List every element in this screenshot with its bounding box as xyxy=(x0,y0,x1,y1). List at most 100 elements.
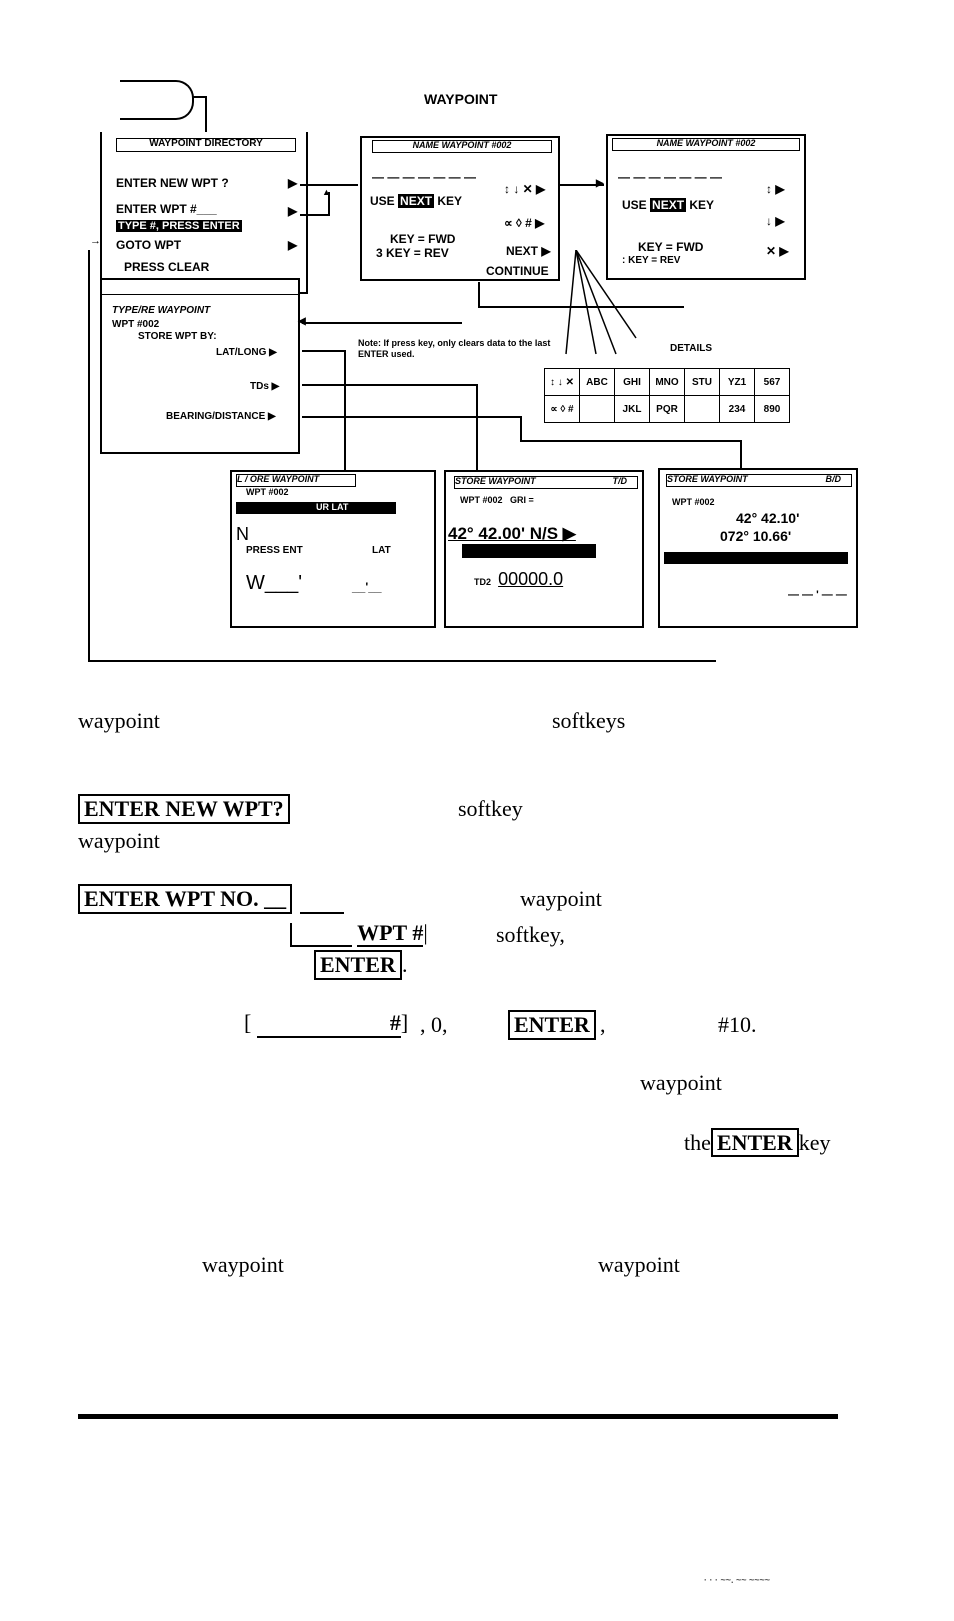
arrow-icon: ▶ xyxy=(288,238,298,252)
details-cell: PQR xyxy=(649,395,685,423)
td-wpt: WPT #002 GRI = xyxy=(460,495,534,505)
name1-right-0: ↕ ↓ ✕ ▶ xyxy=(504,182,546,196)
enter-key-2: ENTER xyxy=(508,1010,596,1040)
name-waypoint-screen-1: NAME WAYPOINT #002 — — — — — — — ↕ ↓ ✕ ▶… xyxy=(360,136,560,281)
details-connectors xyxy=(565,250,637,355)
text-waypoint-3: waypoint xyxy=(520,886,602,911)
latlong-dash: __'__ xyxy=(352,580,382,594)
name1-use: USE NEXT KEY xyxy=(370,194,463,208)
text-waypoint-6: waypoint xyxy=(598,1252,680,1277)
start-tab xyxy=(120,80,194,120)
name2-right-2: ✕ ▶ xyxy=(766,244,789,258)
name2-right-1: ↓ ▶ xyxy=(766,214,785,228)
name1-dashes: — — — — — — — xyxy=(372,170,477,184)
details-table: ↕ ↓ ✕ ABC GHI MNO STU YZ1 567 ∝ ◊ # JKL … xyxy=(544,368,790,423)
name1-header: NAME WAYPOINT #002 xyxy=(372,140,552,153)
bd-lat: 42° 42.10' xyxy=(736,510,800,526)
details-cell xyxy=(684,395,720,423)
waypoint-directory-screen: WAYPOINT DIRECTORY ENTER NEW WPT ? ▶ ENT… xyxy=(100,132,308,294)
enter-new-wpt-key: ENTER NEW WPT? xyxy=(78,794,290,824)
name1-rev: 3 KEY = REV xyxy=(376,246,449,260)
store-by: STORE WPT BY: xyxy=(138,331,217,342)
text-softkey-2: softkey, xyxy=(496,922,565,947)
details-cell: 890 xyxy=(754,395,790,423)
text-wpt-10: #10. xyxy=(718,1012,757,1037)
text-comma-0: , 0, xyxy=(420,1012,448,1037)
name1-right-1: ∝ ◊ # ▶ xyxy=(504,216,545,230)
name2-right-0: ↕ ▶ xyxy=(766,182,785,196)
enter-wpt-no-key: ENTER WPT NO. __ xyxy=(78,884,293,914)
details-cell: 234 xyxy=(719,395,755,423)
text-waypoint-2: waypoint xyxy=(78,828,160,853)
name2-rev: : KEY = REV xyxy=(622,255,681,266)
latlong-wpt: WPT #002 xyxy=(246,487,289,497)
text-waypoint-1: waypoint xyxy=(78,708,160,733)
type-press-enter: TYPE #, PRESS ENTER xyxy=(116,220,242,232)
name1-continue: CONTINUE xyxy=(486,264,549,278)
latlong-lat: LAT xyxy=(372,545,391,556)
latlong-inv: UR LAT xyxy=(316,502,349,512)
store-bearing[interactable]: BEARING/DISTANCE ▶ xyxy=(166,411,276,422)
latlong-press: PRESS ENT xyxy=(246,545,303,556)
details-cell: JKL xyxy=(614,395,650,423)
enter-key-1: ENTER xyxy=(314,950,402,980)
diagram-title: WAYPOINT xyxy=(424,91,498,107)
menu-enter-new-wpt[interactable]: ENTER NEW WPT ? xyxy=(116,176,229,190)
name-waypoint-screen-2: NAME WAYPOINT #002 — — — — — — — ↕ ▶ USE… xyxy=(606,134,806,280)
bottom-rule xyxy=(78,1414,838,1419)
store-wpt: WPT #002 xyxy=(112,319,160,330)
store-tds[interactable]: TDs ▶ xyxy=(250,381,280,392)
details-row-1: ↕ ↓ ✕ ABC GHI MNO STU YZ1 567 xyxy=(544,368,790,396)
details-row-2: ∝ ◊ # JKL PQR 234 890 xyxy=(544,395,790,423)
name1-next-softkey[interactable]: NEXT ▶ xyxy=(506,244,551,258)
wpt-hash-key: [ #] xyxy=(244,1010,408,1038)
directory-header: WAYPOINT DIRECTORY xyxy=(116,138,296,152)
menu-goto-wpt[interactable]: GOTO WPT xyxy=(116,238,182,252)
details-cell xyxy=(579,395,615,423)
store-header: TYPE/RE WAYPOINT xyxy=(112,305,211,316)
name1-fwd: KEY = FWD xyxy=(390,232,456,246)
details-cell: 567 xyxy=(754,368,790,396)
store-waypoint-menu: TYPE/RE WAYPOINT WPT #002 STORE WPT BY: … xyxy=(100,278,300,454)
details-cell: ↕ ↓ ✕ xyxy=(544,368,580,396)
arrow-icon: ▶ xyxy=(288,204,298,218)
latlong-header: L / ORE WAYPOINT xyxy=(236,474,356,487)
note-text: Note: If press key, only clears data to … xyxy=(358,338,551,359)
text-comma: , xyxy=(600,1012,606,1037)
details-label: DETAILS xyxy=(670,343,713,354)
text-period: . xyxy=(402,952,408,977)
details-cell: STU xyxy=(684,368,720,396)
store-latlong[interactable]: LAT/LONG ▶ xyxy=(216,347,277,358)
text-waypoint-4: waypoint xyxy=(640,1070,722,1095)
details-cell: GHI xyxy=(614,368,650,396)
footer-scribble: · · · ~~. ~~ ~~~~ xyxy=(704,1575,771,1585)
latlong-n: N xyxy=(236,524,249,544)
details-cell: MNO xyxy=(649,368,685,396)
name2-header: NAME WAYPOINT #002 xyxy=(612,138,800,151)
latlong-w: W___' xyxy=(246,572,303,594)
latlong-screen: L / ORE WAYPOINT WPT #002 UR LAT N PRESS… xyxy=(230,470,436,628)
enter-key-3: ENTER xyxy=(710,1128,799,1157)
td-value: 42° 42.00' N/S ▶ xyxy=(448,524,576,543)
arrow-icon: ▶ xyxy=(288,176,298,190)
wpt-num-key: WPT #| xyxy=(290,920,428,947)
name2-fwd: KEY = FWD xyxy=(638,240,704,254)
text-softkey-1: softkey xyxy=(458,796,523,821)
text-waypoint-5: waypoint xyxy=(202,1252,284,1277)
td2-row: TD2 00000.0 xyxy=(474,569,564,589)
press-clear: PRESS CLEAR xyxy=(124,260,210,274)
details-cell: YZ1 xyxy=(719,368,755,396)
details-cell: ∝ ◊ # xyxy=(544,395,580,423)
menu-enter-wpt[interactable]: ENTER WPT #___ xyxy=(116,202,217,216)
bd-lon: 072° 10.66' xyxy=(720,528,792,544)
bd-dash: — — ' — — xyxy=(788,589,847,601)
text-softkeys: softkeys xyxy=(552,708,626,733)
details-cell: ABC xyxy=(579,368,615,396)
bd-wpt: WPT #002 xyxy=(672,497,715,507)
name2-use: USE NEXT KEY xyxy=(622,198,715,212)
